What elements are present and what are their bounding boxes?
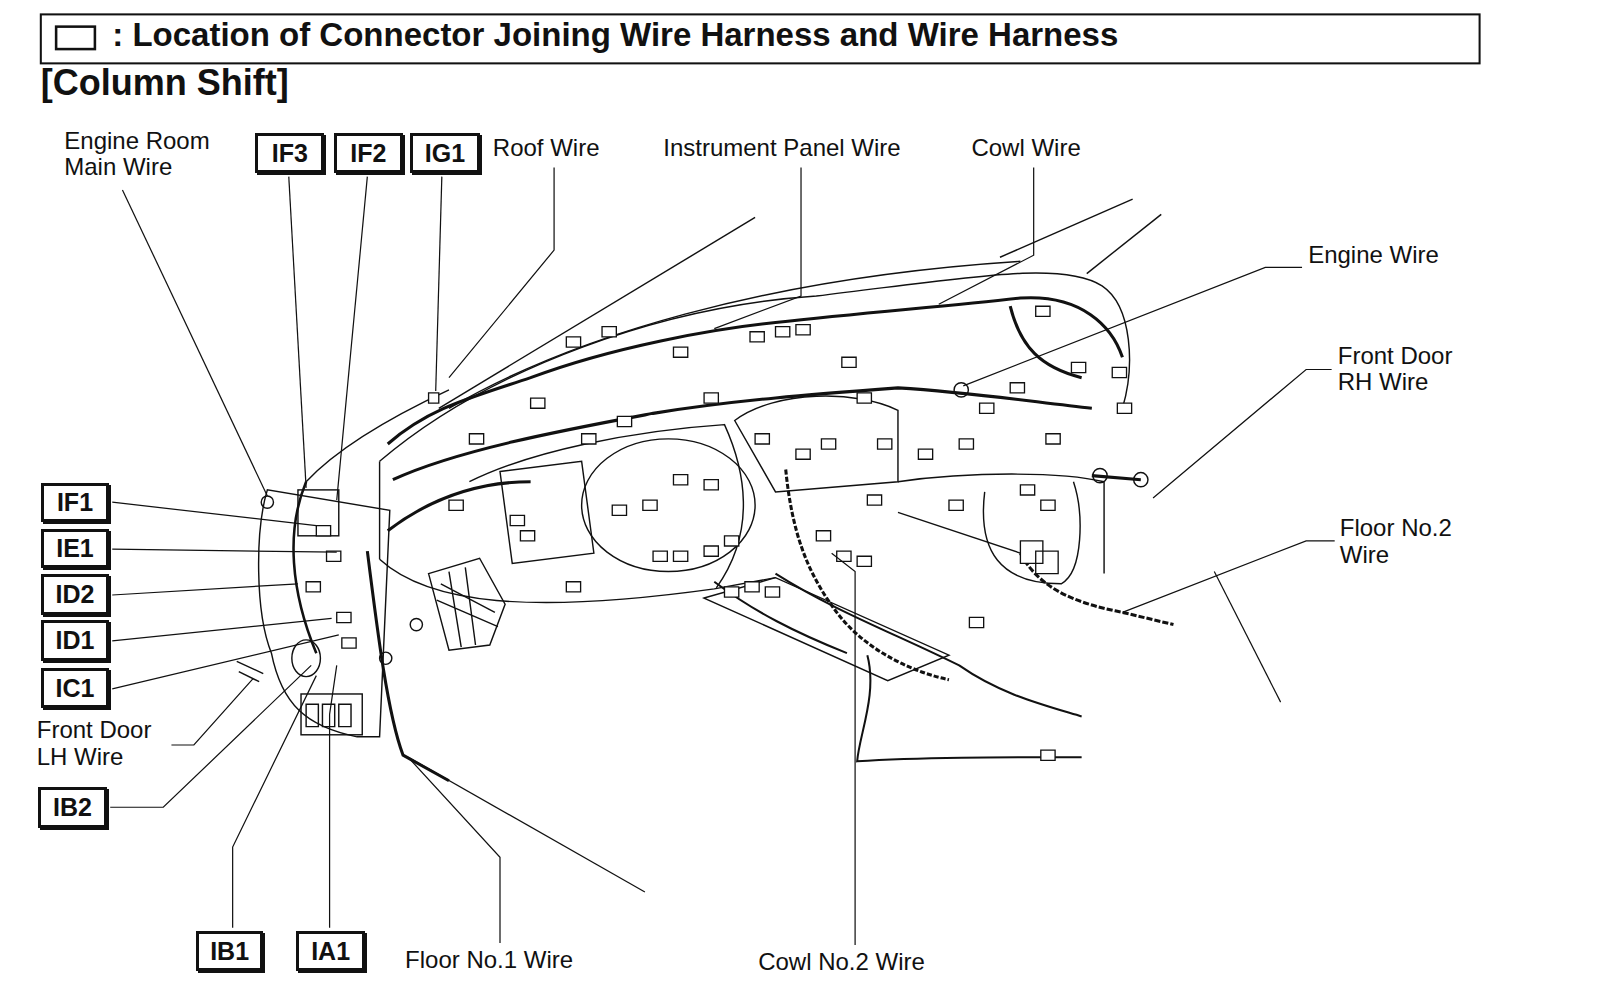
leader-lines <box>449 167 554 377</box>
leader-lines <box>337 177 368 500</box>
leader-lines <box>110 167 1334 945</box>
wire-name: Engine Room Main Wire <box>64 128 240 181</box>
connector-code-box: IC1 <box>41 668 109 708</box>
floor-wires <box>776 574 1082 717</box>
dashboard-outline <box>898 474 1104 573</box>
dashboard-outline <box>410 618 422 630</box>
connector-code: IA1 <box>311 939 350 964</box>
wire-name: Floor No.1 Wire <box>405 947 573 973</box>
wire-name: Engine Wire <box>1308 242 1439 268</box>
connector-code: IF1 <box>57 490 93 515</box>
leader-lines <box>122 190 267 496</box>
leader-lines <box>112 549 336 552</box>
wire-name: Floor No.2 Wire <box>1340 515 1475 568</box>
dashboard-outline <box>500 461 594 563</box>
connector-symbols <box>306 306 1132 760</box>
dashboard-outline <box>439 217 755 408</box>
connector-code-box: IG1 <box>410 133 479 174</box>
dashboard-outline <box>380 559 776 602</box>
connector-code-box: IE1 <box>41 529 109 569</box>
connector-code: IC1 <box>56 676 95 701</box>
wire-name: Front Door LH Wire <box>37 717 182 770</box>
leader-lines <box>714 167 801 328</box>
dashboard-outline <box>437 567 498 647</box>
connector-code: IG1 <box>425 141 465 166</box>
title: : Location of Connector Joining Wire Har… <box>112 15 1118 55</box>
wire-name: Cowl Wire <box>971 135 1080 161</box>
dashboard-outline <box>380 273 1130 461</box>
leader-lines <box>1153 369 1332 498</box>
connector-code-box: ID2 <box>41 574 109 615</box>
wire-harness <box>1092 476 1141 480</box>
wire-name: Instrument Panel Wire <box>663 135 900 161</box>
connector-code-box: IB1 <box>196 931 263 972</box>
leader-lines <box>963 267 1302 385</box>
leader-lines <box>436 177 442 391</box>
leader-lines <box>112 502 316 525</box>
leader-lines <box>408 757 500 943</box>
leader-lines <box>112 618 331 640</box>
leader-lines <box>939 167 1034 304</box>
leader-lines <box>330 665 337 927</box>
dashboard-outline <box>261 496 273 508</box>
wire-harness <box>294 482 317 653</box>
connector-code: ID2 <box>56 582 95 607</box>
subtitle: [Column Shift] <box>41 63 289 103</box>
dashboard-outline <box>379 461 380 559</box>
dashboard-outline <box>898 512 1020 553</box>
leader-lines <box>171 679 253 745</box>
floor-wires <box>306 390 449 482</box>
connector-code-box: IA1 <box>296 931 365 972</box>
connector-code: IF2 <box>350 141 386 166</box>
title-frame <box>41 14 1480 63</box>
dashboard-outline <box>469 425 743 588</box>
wire-name: Cowl No.2 Wire <box>758 949 925 975</box>
leader-lines <box>112 635 339 689</box>
dashboard-outline <box>237 199 1161 737</box>
connector-code-box: IF2 <box>334 133 403 174</box>
leader-lines <box>1122 541 1334 612</box>
leader-lines <box>289 177 306 488</box>
leader-lines <box>1214 572 1280 703</box>
wire-harness <box>388 298 1123 444</box>
dashboard-outline <box>704 578 949 681</box>
wire-harness <box>393 388 1092 480</box>
dashboard-outline <box>449 261 1020 408</box>
leader-lines <box>112 584 298 595</box>
wire-harness <box>294 298 1174 781</box>
connector-code-box: ID1 <box>41 620 109 661</box>
wire-harness <box>367 551 449 781</box>
connector-code: IF3 <box>272 141 308 166</box>
connector-code-box: IF1 <box>41 483 109 523</box>
leader-lines <box>832 553 855 945</box>
dashboard-outline <box>1087 214 1161 273</box>
connector-code: ID1 <box>56 628 95 653</box>
dashboard-outline <box>237 661 264 681</box>
wire-name: Front Door RH Wire <box>1338 343 1481 396</box>
floor-wires <box>857 655 1081 761</box>
connector-symbols <box>306 306 1132 760</box>
title-frame <box>41 14 1480 63</box>
title-frame <box>56 27 95 49</box>
connector-code: IB1 <box>210 939 249 964</box>
wire-name: Roof Wire <box>493 135 600 161</box>
connector-code: IB2 <box>53 795 92 820</box>
dashboard-outline <box>306 704 351 726</box>
dashboard-outline <box>1000 199 1133 257</box>
connector-code-box: IB2 <box>38 787 107 828</box>
connector-code: IE1 <box>56 536 94 561</box>
dashboard-outline <box>429 558 506 650</box>
leader-lines <box>233 676 317 928</box>
leader-lines <box>408 757 645 892</box>
connector-code-box: IF3 <box>255 133 324 174</box>
dashboard-outline <box>582 439 755 572</box>
